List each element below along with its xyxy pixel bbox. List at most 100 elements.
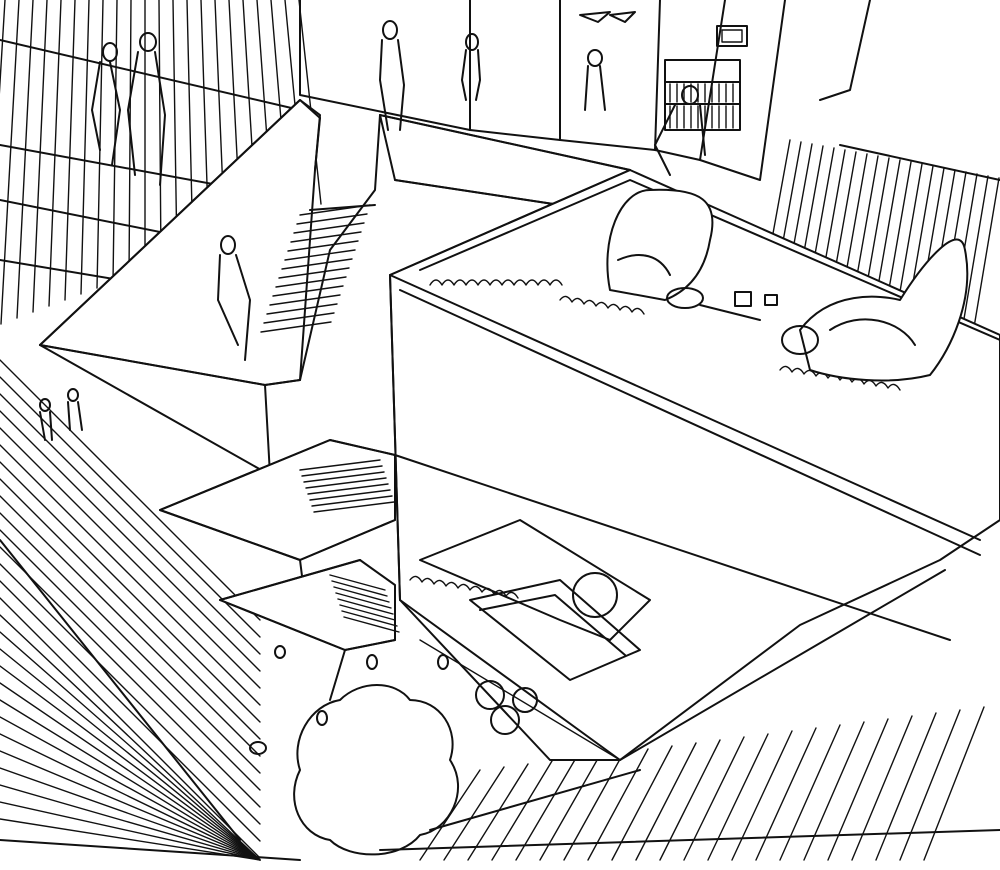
lower-fin-line [0, 665, 261, 861]
tree-icon [293, 684, 460, 856]
stair-tread-line [309, 489, 391, 501]
bottom-fin-line [467, 763, 529, 861]
lower-fin-line [0, 716, 261, 861]
stair-tread-line [303, 471, 385, 483]
lower-fin-line [0, 444, 261, 706]
lower-fin-line [0, 614, 261, 861]
stair-tread-line [343, 616, 400, 633]
wall-fin-line [80, 0, 90, 295]
lower-fin-line [0, 461, 261, 723]
stair-tread-line [263, 312, 335, 324]
wall-fin-line [128, 0, 132, 277]
wall-fin-line [298, 0, 322, 205]
lower-fin-line [0, 801, 261, 861]
stair-tread-line [341, 610, 398, 627]
bottom-fin-line [443, 766, 505, 861]
ground-lines [0, 769, 1000, 861]
stair-tread-line [307, 483, 389, 495]
lower-fin-line [0, 512, 261, 774]
right-band-line [839, 144, 1000, 181]
wall-fin-line [158, 0, 162, 265]
stair-tread-line [269, 294, 341, 306]
bottom-fin-line [851, 715, 913, 861]
stair-tread-line [284, 249, 356, 261]
lower-fin-line [0, 597, 261, 859]
stair-tread-line [331, 580, 388, 597]
lower-fin-line [0, 495, 261, 757]
upper-stair-icon [39, 99, 381, 476]
lower-left-slatted-wall [0, 359, 261, 861]
lower-fin-line [0, 359, 261, 621]
lower-fin-line [0, 682, 261, 861]
bottom-fin-line [683, 736, 745, 861]
wall-fin-line [0, 0, 6, 95]
bottom-fin-line [611, 745, 673, 861]
stair-tread-line [272, 285, 344, 297]
bottom-fin-line [587, 748, 649, 861]
stair-tread-line [339, 604, 396, 621]
bottom-fin-line [779, 724, 841, 861]
stair-tread-line [290, 231, 362, 243]
bottom-fin-line [491, 760, 553, 861]
lower-fin-line [0, 563, 261, 825]
stair-tread-line [287, 240, 359, 252]
lower-band-line [0, 539, 241, 841]
stair-tread-line [329, 574, 386, 591]
bottom-fin-line [563, 751, 625, 861]
wall-fin-line [172, 0, 178, 259]
lower-stair-icon [219, 559, 400, 701]
chair-icon [606, 188, 714, 309]
stair-tread-line [335, 592, 392, 609]
stair-tread-line [301, 465, 383, 477]
stair-tread-line [266, 303, 338, 315]
stair-tread-line [337, 598, 394, 615]
lower-fin-line [0, 818, 261, 861]
wall-fin-line [96, 0, 104, 289]
bottom-fin-line [803, 721, 865, 861]
stair-tread-line [333, 586, 390, 603]
stair-tread-line [299, 459, 381, 471]
bottom-fin-line [755, 727, 817, 861]
lower-fin-line [0, 750, 261, 861]
stair-tread-line [275, 276, 347, 288]
wall-frame [716, 25, 748, 47]
stair-tread-line [278, 267, 350, 279]
lower-fin-line [0, 410, 261, 672]
pendant-lamps [579, 11, 636, 23]
wall-fin-line [48, 0, 62, 307]
wall-fin-line [32, 0, 48, 313]
stair-tread-line [293, 222, 365, 234]
lower-fin-line [0, 784, 261, 861]
bottom-fin-line [515, 757, 577, 861]
lower-fin-line [0, 767, 261, 861]
lower-floor-furniture [409, 519, 651, 761]
lower-fin-line [0, 631, 261, 861]
bottom-fin-line [899, 709, 961, 861]
bottom-fin-line [731, 730, 793, 861]
lower-fin-line [0, 733, 261, 861]
stair-tread-line [311, 495, 393, 507]
chair-icon [781, 238, 969, 382]
lower-fin-line [0, 529, 261, 791]
side-table [699, 291, 778, 321]
lower-fin-line [0, 427, 261, 689]
bottom-fin-line [707, 733, 769, 861]
bottom-fin-line [539, 754, 601, 861]
wall-fin-line [16, 0, 34, 319]
bottom-fin-line [923, 706, 985, 861]
middle-stair-icon [159, 439, 396, 601]
lower-fin-line [0, 478, 261, 740]
ledge-plants [429, 279, 901, 391]
wall-fin-line [64, 0, 76, 301]
bottom-fin-line [827, 718, 889, 861]
stair-tread-line [260, 321, 332, 333]
bookshelf-icon [664, 59, 741, 131]
lower-fin-line [0, 393, 261, 655]
bottom-slatted-floor [419, 706, 985, 861]
stair-tread-line [281, 258, 353, 270]
bottom-fin-line [659, 739, 721, 861]
lower-fin-line [0, 376, 261, 638]
stair-tread-line [313, 501, 395, 513]
bottom-fin-line [875, 712, 937, 861]
